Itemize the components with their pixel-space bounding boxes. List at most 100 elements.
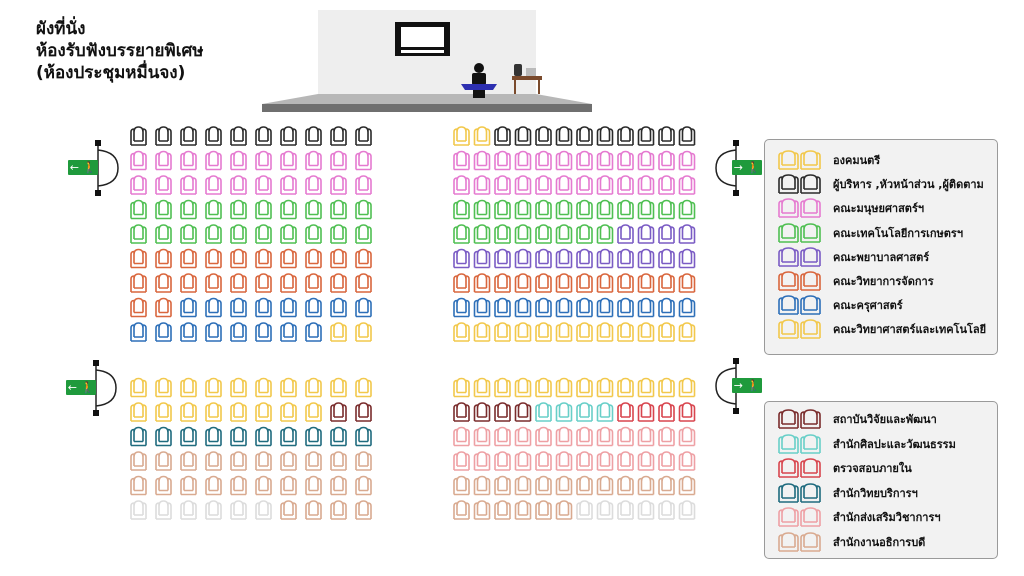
seat-pink[interactable]	[180, 150, 197, 171]
seat-pink[interactable]	[658, 150, 675, 171]
seat-maroon[interactable]	[473, 402, 491, 422]
seat-green[interactable]	[130, 224, 147, 244]
seat-yellow[interactable]	[230, 377, 247, 398]
seat-purple[interactable]	[576, 248, 593, 269]
seat-blue[interactable]	[658, 297, 675, 318]
seat-darkteal[interactable]	[255, 426, 272, 447]
seat-tan[interactable]	[255, 475, 272, 496]
seat-green[interactable]	[473, 199, 491, 220]
seat-green[interactable]	[280, 199, 297, 220]
seat-orange[interactable]	[617, 273, 634, 293]
seat-tan[interactable]	[535, 475, 552, 496]
seat-black[interactable]	[658, 126, 675, 146]
seat-darkteal[interactable]	[355, 426, 372, 447]
seat-darkteal[interactable]	[280, 426, 297, 447]
seat-black[interactable]	[130, 126, 147, 146]
seat-pink[interactable]	[535, 150, 552, 171]
seat-tan[interactable]	[355, 475, 372, 496]
seat-darkteal[interactable]	[155, 426, 172, 447]
seat-black[interactable]	[355, 126, 372, 146]
seat-pink[interactable]	[494, 150, 511, 171]
seat-yellow[interactable]	[473, 126, 491, 146]
seat-yellow[interactable]	[658, 322, 675, 342]
seat-teal[interactable]	[576, 402, 593, 422]
seat-purple[interactable]	[453, 248, 470, 269]
seat-black[interactable]	[576, 126, 593, 146]
seat-green[interactable]	[658, 199, 675, 220]
legend-seat[interactable]	[778, 295, 799, 315]
seat-green[interactable]	[280, 224, 297, 244]
seat-green[interactable]	[473, 224, 491, 244]
seat-orange[interactable]	[130, 248, 147, 269]
seat-tan[interactable]	[678, 475, 696, 496]
seat-pink[interactable]	[130, 150, 147, 171]
seat-lightpink[interactable]	[617, 426, 634, 447]
seat-yellow[interactable]	[658, 377, 675, 398]
seat-lightpink[interactable]	[453, 426, 470, 447]
seat-green[interactable]	[514, 199, 532, 220]
seat-yellow[interactable]	[576, 377, 593, 398]
seat-maroon[interactable]	[494, 402, 511, 422]
legend-seat[interactable]	[800, 319, 821, 340]
seat-tan[interactable]	[576, 475, 593, 496]
seat-orange[interactable]	[255, 273, 272, 293]
seat-yellow[interactable]	[205, 402, 222, 422]
seat-orange[interactable]	[555, 273, 573, 293]
seat-pink[interactable]	[658, 175, 675, 195]
exit-mid-right[interactable]: → 🚶	[704, 356, 764, 416]
seat-teal[interactable]	[535, 402, 552, 422]
seat-green[interactable]	[130, 199, 147, 220]
seat-green[interactable]	[330, 199, 347, 220]
legend-seat[interactable]	[778, 150, 799, 170]
seat-lightpink[interactable]	[658, 426, 675, 447]
seat-orange[interactable]	[678, 273, 696, 293]
seat-green[interactable]	[494, 199, 511, 220]
seat-pink[interactable]	[255, 175, 272, 195]
seat-purple[interactable]	[617, 248, 634, 269]
seat-tan[interactable]	[155, 451, 172, 471]
seat-green[interactable]	[180, 199, 197, 220]
seat-orange[interactable]	[230, 248, 247, 269]
seat-lightpink[interactable]	[473, 451, 491, 471]
seat-tan[interactable]	[205, 451, 222, 471]
seat-green[interactable]	[305, 199, 322, 220]
seat-green[interactable]	[230, 199, 247, 220]
seat-purple[interactable]	[514, 248, 532, 269]
seat-blue[interactable]	[576, 297, 593, 318]
seat-yellow[interactable]	[637, 322, 655, 342]
seat-pink[interactable]	[617, 175, 634, 195]
seat-green[interactable]	[255, 199, 272, 220]
seat-pink[interactable]	[596, 175, 614, 195]
seat-blue[interactable]	[535, 297, 552, 318]
seat-lightpink[interactable]	[555, 426, 573, 447]
seat-green[interactable]	[155, 224, 172, 244]
seat-pink[interactable]	[255, 150, 272, 171]
seat-faded[interactable]	[658, 500, 675, 520]
seat-tan[interactable]	[305, 451, 322, 471]
seat-tan[interactable]	[130, 475, 147, 496]
seat-blue[interactable]	[255, 297, 272, 318]
legend-seat[interactable]	[800, 482, 821, 503]
seat-green[interactable]	[453, 199, 470, 220]
seat-lightpink[interactable]	[637, 451, 655, 471]
seat-faded[interactable]	[155, 500, 172, 520]
seat-pink[interactable]	[514, 175, 532, 195]
seat-yellow[interactable]	[617, 322, 634, 342]
seat-orange[interactable]	[576, 273, 593, 293]
seat-orange[interactable]	[155, 273, 172, 293]
seat-pink[interactable]	[355, 175, 372, 195]
seat-green[interactable]	[255, 224, 272, 244]
seat-yellow[interactable]	[514, 377, 532, 398]
seat-pink[interactable]	[155, 175, 172, 195]
seat-green[interactable]	[617, 199, 634, 220]
seat-green[interactable]	[555, 224, 573, 244]
seat-yellow[interactable]	[576, 322, 593, 342]
seat-black[interactable]	[514, 126, 532, 146]
seat-black[interactable]	[596, 126, 614, 146]
seat-pink[interactable]	[678, 150, 696, 171]
seat-orange[interactable]	[473, 273, 491, 293]
seat-yellow[interactable]	[305, 377, 322, 398]
seat-pink[interactable]	[473, 150, 491, 171]
seat-tan[interactable]	[596, 475, 614, 496]
seat-yellow[interactable]	[355, 322, 372, 342]
